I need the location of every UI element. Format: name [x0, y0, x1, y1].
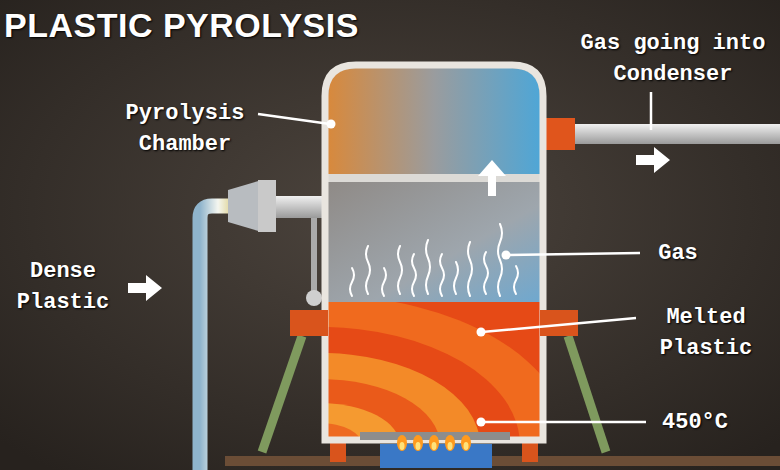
chamber-shell	[325, 65, 543, 440]
part-label: Gas	[648, 238, 708, 269]
support-leg	[262, 336, 302, 452]
small-pipe	[311, 218, 317, 300]
chamber-shelf	[328, 174, 540, 182]
melted-plastic-pool	[328, 302, 540, 437]
part-label: Dense Plastic	[4, 256, 122, 318]
outlet-pipe	[570, 124, 780, 144]
flames	[397, 435, 471, 451]
inlet-pipe	[200, 206, 236, 470]
leader-lines	[258, 92, 651, 422]
chamber-upper	[328, 68, 540, 176]
inlet-flange	[258, 180, 276, 232]
valve	[306, 290, 322, 306]
inlet-funnel	[228, 180, 262, 232]
leader-dots	[327, 120, 511, 427]
inlet-pipe	[276, 196, 326, 218]
part-label: Gas going into Condenser	[570, 28, 776, 90]
flow-arrow	[478, 160, 506, 196]
temperature-label: 450°C	[650, 407, 740, 438]
outlet-flange	[543, 118, 575, 150]
flow-arrow	[128, 275, 162, 301]
side-bracket	[290, 310, 328, 336]
chamber-middle	[328, 180, 540, 302]
flow-arrow	[636, 147, 670, 173]
part-label: Melted Plastic	[640, 302, 772, 364]
gas-wisps	[350, 224, 518, 296]
base-plate	[225, 456, 780, 466]
support-leg	[568, 336, 606, 452]
part-label: Pyrolysis Chamber	[110, 98, 260, 160]
diagram-title: PLASTIC PYROLYSIS	[4, 6, 359, 45]
